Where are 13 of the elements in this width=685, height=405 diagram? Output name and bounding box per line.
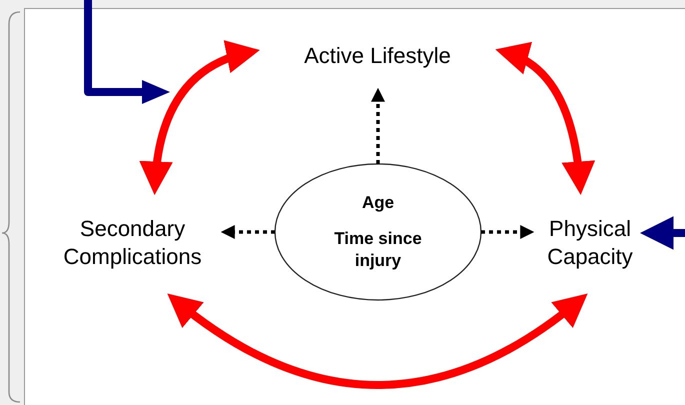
arrow bbox=[640, 216, 685, 250]
node-label: Physical Capacity bbox=[546, 214, 634, 270]
arrow bbox=[220, 225, 275, 239]
arrow bbox=[481, 225, 534, 239]
node-label: Secondary Complications bbox=[62, 214, 203, 270]
arrow bbox=[140, 42, 260, 196]
arrow bbox=[495, 44, 595, 196]
arrow bbox=[371, 88, 385, 164]
ellipse-label: Age bbox=[362, 192, 394, 214]
ellipse-node bbox=[274, 163, 482, 301]
arrow bbox=[167, 294, 588, 389]
ellipse-label: Time since injury bbox=[333, 228, 423, 272]
node-label: Active Lifestyle bbox=[304, 42, 451, 70]
